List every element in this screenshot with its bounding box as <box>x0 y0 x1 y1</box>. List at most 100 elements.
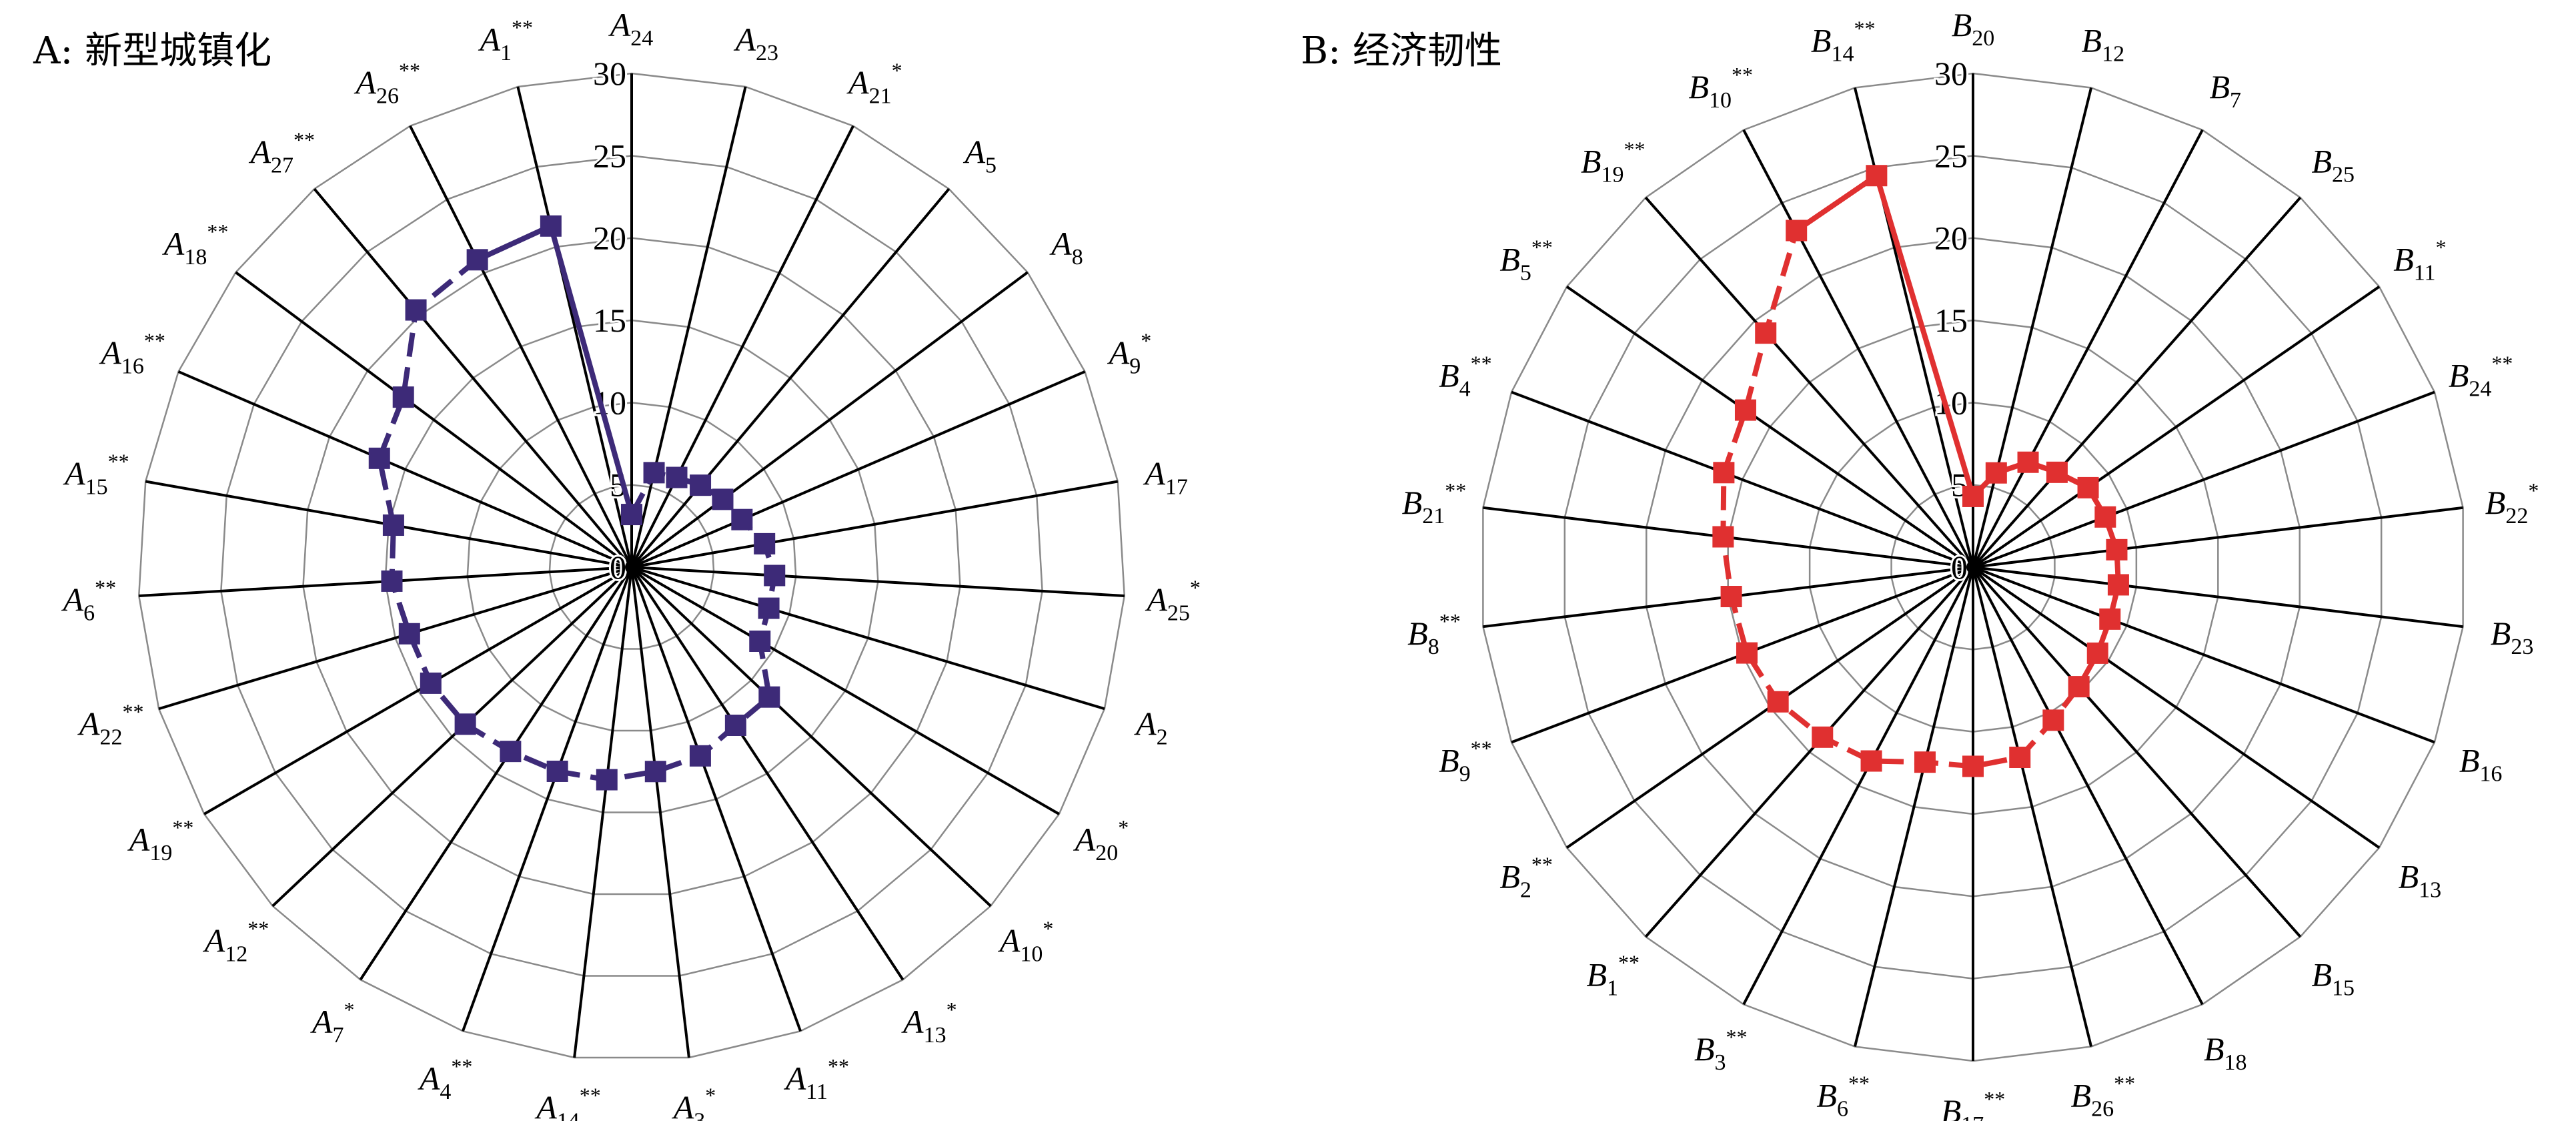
data-point-marker <box>454 713 476 735</box>
axis-spoke <box>1565 285 1974 569</box>
axis-label-letter: A <box>534 1088 557 1121</box>
data-point-marker <box>690 474 712 496</box>
tick-label: 0 <box>1951 548 1968 586</box>
data-point-marker <box>1812 726 1834 748</box>
axis-label-letter: A <box>162 225 185 262</box>
axis-label-letter: A <box>77 705 100 742</box>
axis-label: B7 <box>2210 68 2242 113</box>
axis-spoke <box>630 566 992 907</box>
axis-spoke <box>1644 566 1974 938</box>
axis-spoke <box>177 370 632 569</box>
axis-label-letter: A <box>203 922 225 960</box>
axis-spoke <box>1972 196 2302 569</box>
axis-spoke <box>1972 285 2381 569</box>
axis-label: A1** <box>478 15 534 65</box>
axis-spoke <box>1853 567 1974 1047</box>
axis-label-letter: A <box>1143 455 1165 492</box>
axis-label-letter: A <box>901 1003 924 1040</box>
axis-label-subscript: 14 <box>1831 42 1854 67</box>
axis-label-subscript: 22 <box>99 725 122 749</box>
significance-mark: ** <box>122 699 143 723</box>
axis-label: A26** <box>354 59 420 109</box>
data-point-marker <box>2009 747 2031 769</box>
data-point-marker <box>500 741 522 763</box>
data-point-marker <box>392 386 414 408</box>
axis-label: B6** <box>1816 1071 1870 1121</box>
axis-label-subscript: 11 <box>2414 261 2436 286</box>
data-point-marker <box>2099 608 2121 630</box>
axis-label-letter: A <box>672 1088 694 1121</box>
axis-label: A3* <box>672 1083 716 1121</box>
axis-label-subscript: 23 <box>2511 635 2533 659</box>
axis-label-subscript: 20 <box>1972 26 1994 51</box>
center-hub <box>625 560 638 574</box>
axis-label: B17** <box>1941 1087 2006 1121</box>
axis-label: A15** <box>63 450 129 500</box>
axis-label: A19** <box>127 815 194 865</box>
significance-mark: ** <box>1732 63 1753 87</box>
axis-label-subscript: 1 <box>500 41 512 65</box>
axis-label-letter: B <box>2449 356 2469 394</box>
tick-label: 15 <box>1934 302 1968 339</box>
significance-mark: * <box>892 59 902 83</box>
axis-label-subscript: 10 <box>1709 88 1732 113</box>
axis-label-subscript: 1 <box>1607 976 1618 1000</box>
axis-label-subscript: 3 <box>1714 1050 1726 1075</box>
axis-label-subscript: 9 <box>1129 354 1141 379</box>
grid-ring <box>548 484 715 650</box>
data-point-marker <box>368 447 390 469</box>
significance-mark: ** <box>293 127 315 151</box>
significance-mark: ** <box>828 1054 849 1078</box>
data-point-marker <box>644 761 666 783</box>
tick-label: 0 <box>610 548 626 586</box>
data-point-marker <box>758 597 780 619</box>
axis-label-subscript: 2 <box>1157 725 1168 749</box>
axis-label-letter: A <box>418 1060 440 1097</box>
axis-label-letter: B <box>2399 857 2419 895</box>
data-point-marker <box>758 686 780 708</box>
axis-label: B5** <box>1499 236 1553 286</box>
axis-label-subscript: 10 <box>1020 942 1043 967</box>
significance-mark: ** <box>1531 236 1553 260</box>
data-point-marker <box>420 672 442 694</box>
axis-label-letter: A <box>1073 821 1096 858</box>
data-point-marker <box>1962 755 1984 777</box>
data-point-marker <box>2094 506 2116 528</box>
axis-spoke <box>630 567 802 1032</box>
axis-label-letter: A <box>608 6 631 43</box>
significance-mark: * <box>1118 815 1129 839</box>
significance-mark: * <box>946 998 957 1022</box>
axis-spoke <box>630 566 1060 815</box>
chart-title-b: B: 经济韧性 <box>1301 29 1502 73</box>
data-point-marker <box>2017 451 2039 473</box>
axis-label: B25 <box>2312 143 2355 188</box>
axis-label-subscript: 13 <box>924 1023 946 1048</box>
axis-label-letter: A <box>998 922 1021 960</box>
axis-label-subscript: 5 <box>1520 261 1531 286</box>
data-point-marker <box>398 623 420 645</box>
axis-label-letter: B <box>2393 241 2414 278</box>
axis-label-letter: B <box>2491 615 2511 652</box>
axis-spoke <box>631 480 1119 569</box>
significance-mark: ** <box>1726 1025 1747 1049</box>
data-point-marker <box>2046 461 2068 483</box>
axis-label-letter: B <box>1811 22 1832 59</box>
axis-label-letter: B <box>1941 1092 1962 1121</box>
axis-spoke <box>203 566 633 815</box>
data-point-marker <box>764 565 786 587</box>
axis-spoke <box>1972 567 2204 1006</box>
axis-label-letter: B <box>2459 742 2480 779</box>
axis-label-letter: B <box>1581 143 1601 180</box>
axis-label-letter: A <box>1049 225 1072 262</box>
axis-spoke <box>1972 566 2381 849</box>
axis-label-subscript: 26 <box>2091 1096 2114 1121</box>
axis-label-letter: B <box>1499 857 1520 895</box>
axis-spoke <box>271 566 633 907</box>
axis-label: B23 <box>2491 615 2534 659</box>
significance-mark: ** <box>451 1054 472 1078</box>
tick-label: 20 <box>593 220 626 257</box>
data-point-marker <box>405 299 427 321</box>
grid-ring <box>384 319 879 813</box>
significance-mark: ** <box>144 329 165 353</box>
